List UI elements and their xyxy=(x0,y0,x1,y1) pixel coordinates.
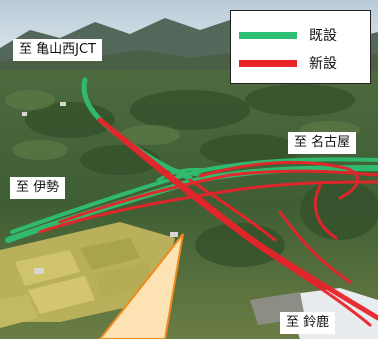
callout-beam xyxy=(98,233,184,339)
legend-label-new: 新設 xyxy=(309,56,337,72)
label-to-kameyama-nishi-jct: 至 亀山西JCT xyxy=(13,39,102,61)
label-to-suzuka: 至 鈴鹿 xyxy=(280,312,336,334)
new-route-swatch xyxy=(239,59,297,67)
legend-label-existing: 既設 xyxy=(309,28,337,44)
legend-item-existing: 既設 xyxy=(239,25,337,45)
legend: 既設 新設 xyxy=(230,10,371,84)
legend-item-new: 新設 xyxy=(239,53,337,73)
existing-route-swatch xyxy=(239,31,297,39)
label-to-ise: 至 伊勢 xyxy=(10,177,66,199)
label-to-nagoya: 至 名古屋 xyxy=(288,132,357,154)
